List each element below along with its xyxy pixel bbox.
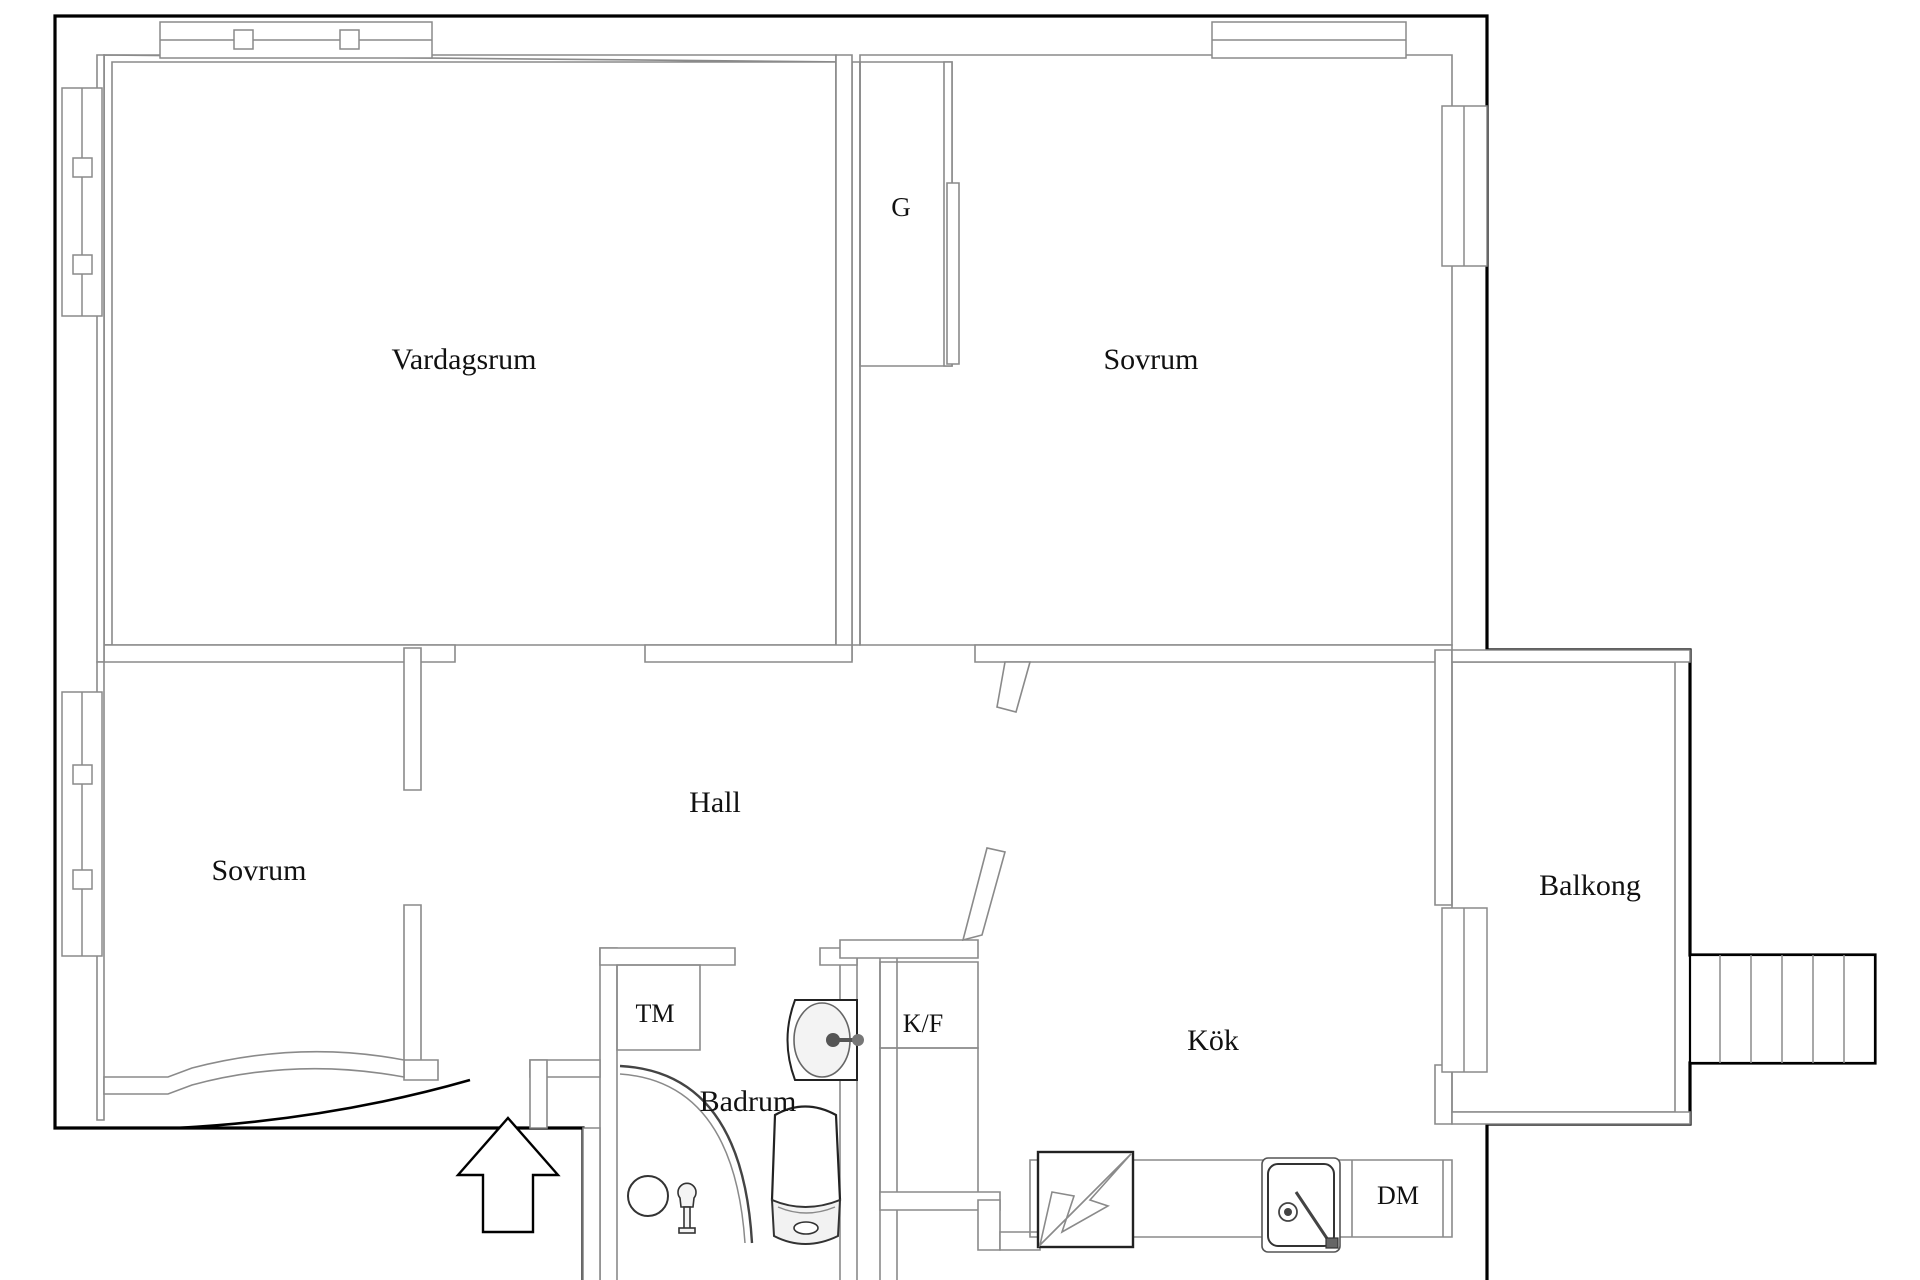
window-right-upper xyxy=(1441,105,1488,267)
room-label-balkong: Balkong xyxy=(1539,869,1641,902)
windows xyxy=(61,21,1488,1073)
window-top-left xyxy=(159,21,433,59)
window-left-lower xyxy=(61,691,103,957)
room-label-vardagsrum: Vardagsrum xyxy=(392,343,537,376)
entrance-arrow-icon xyxy=(455,1116,561,1234)
shower-screen-icon xyxy=(619,1064,754,1244)
interior-walls xyxy=(57,54,1691,1280)
stair-treads xyxy=(1719,955,1845,1063)
room-label-kok: Kök xyxy=(1187,1024,1239,1057)
fixture-label-garderob: G xyxy=(891,192,911,222)
window-top-right xyxy=(1211,21,1407,59)
room-label-hall: Hall xyxy=(689,786,741,819)
toilet-icon xyxy=(770,1105,842,1245)
fixture-label-tvattmaskin: TM xyxy=(636,999,675,1028)
room-label-sovrum-left: Sovrum xyxy=(211,854,306,887)
window-left-upper xyxy=(61,87,103,317)
window-right-lower xyxy=(1441,907,1488,1073)
kitchen-sink-icon xyxy=(1261,1157,1341,1253)
floor-drain-icon xyxy=(627,1175,669,1217)
fixture-label-kyl-frys: K/F xyxy=(903,1009,943,1038)
wash-basin-icon xyxy=(786,999,864,1081)
room-label-badrum: Badrum xyxy=(700,1085,797,1118)
shower-mixer-icon xyxy=(677,1182,697,1234)
stove-icon xyxy=(1036,1150,1135,1249)
fixture-label-diskmaskin: DM xyxy=(1377,1181,1419,1210)
room-label-sovrum-top: Sovrum xyxy=(1103,343,1198,376)
